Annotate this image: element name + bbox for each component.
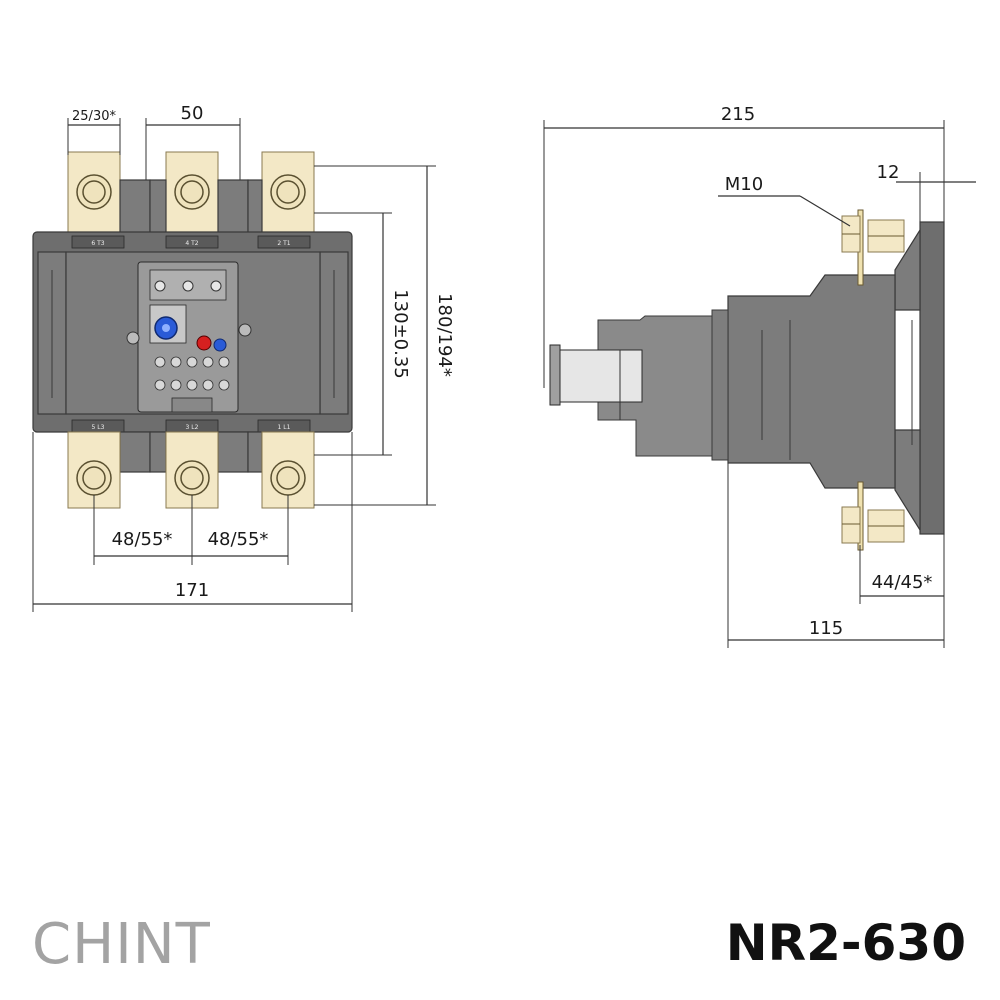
- front-view: 6 T3 4 T2 2 T1: [32, 103, 455, 612]
- terminal-label-1l1: 1 L1: [278, 424, 291, 431]
- side-dimensions: 215 12 M10 44/45* 115: [543, 104, 976, 648]
- front-dimensions: 25/30* 50 130±0.35 180/194* 48/55* 48/55…: [32, 103, 455, 612]
- terminal-label-2t1: 2 T1: [277, 240, 290, 247]
- dim-plate-thickness: 12: [877, 162, 900, 183]
- dim-base-depth: 115: [809, 618, 843, 639]
- dim-mount-height: 130±0.35: [390, 289, 411, 379]
- dim-terminal-width: 25/30*: [72, 109, 116, 124]
- bottom-terminals: [67, 431, 315, 509]
- dim-overall-height: 180/194*: [434, 293, 455, 377]
- thermal-relay: [126, 261, 252, 413]
- dim-bottom-pitch-right: 48/55*: [208, 529, 269, 550]
- dim-overall-depth: 215: [721, 104, 755, 125]
- test-button-icon: [213, 338, 227, 352]
- dim-overall-width: 171: [175, 580, 209, 601]
- bolt-size-label: M10: [725, 174, 763, 195]
- top-terminals: [67, 151, 315, 236]
- contactor-side-body: [727, 274, 896, 489]
- dim-bolt-offset: 44/45*: [872, 572, 933, 593]
- model-name: NR2-630: [725, 914, 966, 972]
- brand-logo: CHINT: [32, 912, 211, 977]
- bottom-label-strip: 5 L3 3 L2 1 L1: [71, 419, 311, 433]
- reset-button-icon: [196, 335, 212, 351]
- top-bolt-icon: [841, 209, 905, 286]
- dim-pole-pitch: 50: [181, 103, 204, 124]
- dim-bottom-pitch-left: 48/55*: [112, 529, 173, 550]
- bottom-bolt-icon: [841, 481, 905, 551]
- terminal-label-6t3: 6 T3: [91, 240, 104, 247]
- side-view: 215 12 M10 44/45* 115: [543, 104, 976, 648]
- terminal-label-3l2: 3 L2: [186, 424, 199, 431]
- terminal-label-5l3: 5 L3: [92, 424, 105, 431]
- mounting-plate: [919, 221, 945, 535]
- top-label-strip: 6 T3 4 T2 2 T1: [71, 235, 311, 249]
- terminal-label-4t2: 4 T2: [185, 240, 198, 247]
